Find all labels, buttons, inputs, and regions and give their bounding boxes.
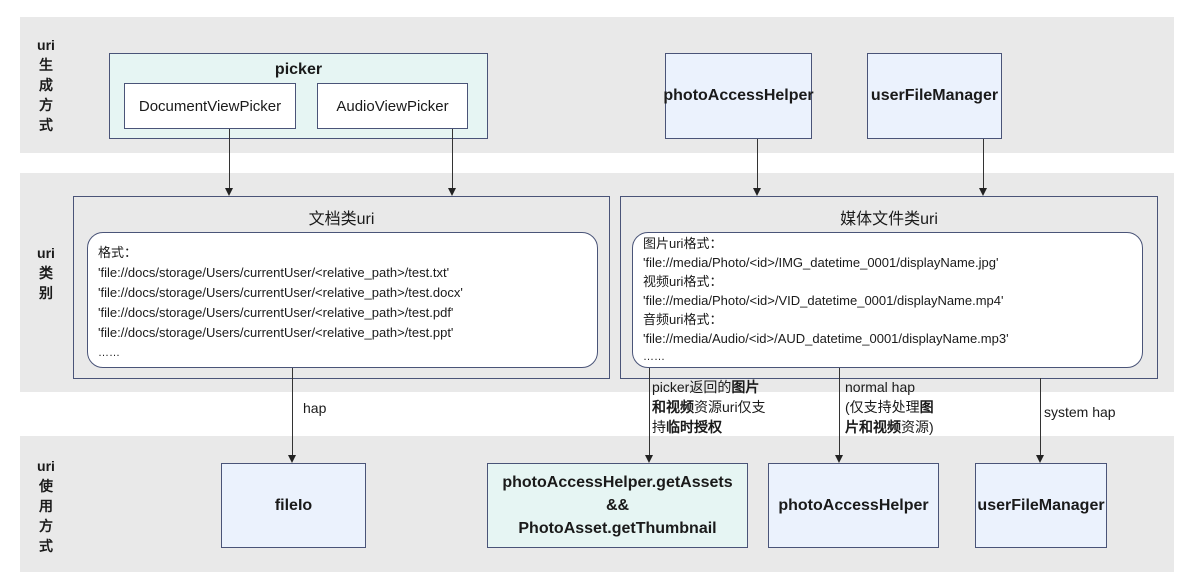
- format-line: 'file://media/Photo/<id>/VID_datetime_00…: [643, 293, 1004, 308]
- label-line: 方: [39, 518, 53, 534]
- label-line: 别: [39, 285, 53, 301]
- arrow-normal-hap: [839, 368, 841, 455]
- get-assets-box[interactable]: photoAccessHelper.getAssets && PhotoAsse…: [487, 463, 748, 548]
- format-line: 图片uri格式：: [643, 236, 723, 251]
- format-line: 'file://docs/storage/Users/currentUser/<…: [98, 305, 454, 320]
- user-file-manager-source-label: userFileManager: [870, 87, 999, 104]
- label-line: 使: [39, 478, 53, 494]
- text: picker返回的: [652, 379, 732, 395]
- format-line: 'file://media/Audio/<id>/AUD_datetime_00…: [643, 331, 1009, 346]
- arrow-picker-temp: [649, 368, 651, 455]
- format-line: ……: [98, 347, 120, 359]
- format-line: ……: [643, 351, 665, 363]
- label-line: 方: [39, 97, 53, 113]
- document-uri-title: 文档类uri: [308, 211, 375, 228]
- arrow-document-picker: [229, 129, 231, 189]
- get-assets-line: PhotoAsset.getThumbnail: [518, 520, 717, 537]
- label-line: 生: [39, 57, 53, 73]
- arrowhead-icon: [979, 188, 987, 196]
- arrow-system-hap: [1040, 378, 1042, 455]
- arrowhead-icon: [1036, 455, 1044, 463]
- edge-label-hap: hap: [303, 400, 327, 416]
- arrowhead-icon: [448, 188, 456, 196]
- document-uri-format-card: 格式： 'file://docs/storage/Users/currentUs…: [87, 232, 598, 368]
- get-assets-line: photoAccessHelper.getAssets: [502, 474, 733, 491]
- text: 持: [652, 419, 666, 435]
- edge-label-system-hap: system hap: [1044, 404, 1116, 420]
- document-view-picker-label: DocumentViewPicker: [138, 97, 282, 115]
- format-line: 'file://media/Photo/<id>/IMG_datetime_00…: [643, 255, 999, 270]
- band-label-category: uri 类 别: [20, 243, 72, 303]
- edge-label-normal-hap: normal hap (仅支持处理图 片和视频资源): [845, 377, 934, 437]
- arrowhead-icon: [753, 188, 761, 196]
- photo-access-helper-usage-label: photoAccessHelper: [778, 496, 929, 514]
- text-bold: 和视频: [652, 399, 694, 415]
- user-file-manager-source-box[interactable]: userFileManager: [867, 53, 1002, 139]
- text-bold: 临时授权: [666, 419, 722, 435]
- format-line: 音频uri格式：: [643, 312, 723, 327]
- format-line: 'file://docs/storage/Users/currentUser/<…: [98, 265, 450, 280]
- label-line: uri: [37, 245, 55, 261]
- arrow-hap: [292, 368, 294, 455]
- media-uri-format-card: 图片uri格式： 'file://media/Photo/<id>/IMG_da…: [632, 232, 1143, 368]
- edge-label-picker-temp-auth: picker返回的图片 和视频资源uri仅支 持临时授权: [652, 377, 766, 437]
- label-line: 成: [39, 77, 53, 93]
- arrowhead-icon: [225, 188, 233, 196]
- text: (仅支持处理: [845, 399, 920, 415]
- text: 资源): [901, 419, 934, 435]
- arrow-photo-access-helper: [757, 139, 759, 189]
- arrowhead-icon: [288, 455, 296, 463]
- user-file-manager-usage-box[interactable]: userFileManager: [975, 463, 1107, 548]
- media-uri-title: 媒体文件类uri: [840, 211, 938, 228]
- arrow-user-file-manager: [983, 139, 985, 189]
- text: 资源uri仅支: [694, 399, 766, 415]
- label-line: 用: [39, 498, 53, 514]
- format-line: 格式：: [98, 245, 138, 260]
- file-io-label: fileIo: [274, 496, 313, 514]
- band-label-usage: uri 使 用 方 式: [20, 456, 72, 556]
- label-line: 类: [39, 265, 53, 281]
- band-label-generation: uri 生 成 方 式: [20, 35, 72, 135]
- arrowhead-icon: [835, 455, 843, 463]
- document-view-picker-box[interactable]: DocumentViewPicker: [124, 83, 296, 129]
- format-line: 'file://docs/storage/Users/currentUser/<…: [98, 285, 463, 300]
- arrowhead-icon: [645, 455, 653, 463]
- user-file-manager-usage-label: userFileManager: [977, 496, 1105, 514]
- format-line: 视频uri格式：: [643, 274, 723, 289]
- audio-view-picker-box[interactable]: AudioViewPicker: [317, 83, 468, 129]
- label-line: 式: [39, 117, 53, 133]
- get-assets-line: &&: [605, 497, 630, 514]
- text-bold: 片和视频: [845, 419, 901, 435]
- text: normal hap: [845, 379, 916, 395]
- photo-access-helper-source-label: photoAccessHelper: [663, 87, 814, 104]
- photo-access-helper-usage-box[interactable]: photoAccessHelper: [768, 463, 939, 548]
- photo-access-helper-source-box[interactable]: photoAccessHelper: [663, 53, 814, 139]
- label-line: uri: [37, 458, 55, 474]
- picker-title: picker: [274, 61, 323, 78]
- arrow-audio-picker: [452, 129, 454, 189]
- label-line: 式: [39, 538, 53, 554]
- format-line: 'file://docs/storage/Users/currentUser/<…: [98, 325, 454, 340]
- audio-view-picker-label: AudioViewPicker: [336, 97, 449, 115]
- file-io-box[interactable]: fileIo: [221, 463, 366, 548]
- label-line: uri: [37, 37, 55, 53]
- text-bold: 图片: [731, 379, 760, 395]
- text-bold: 图: [919, 399, 934, 415]
